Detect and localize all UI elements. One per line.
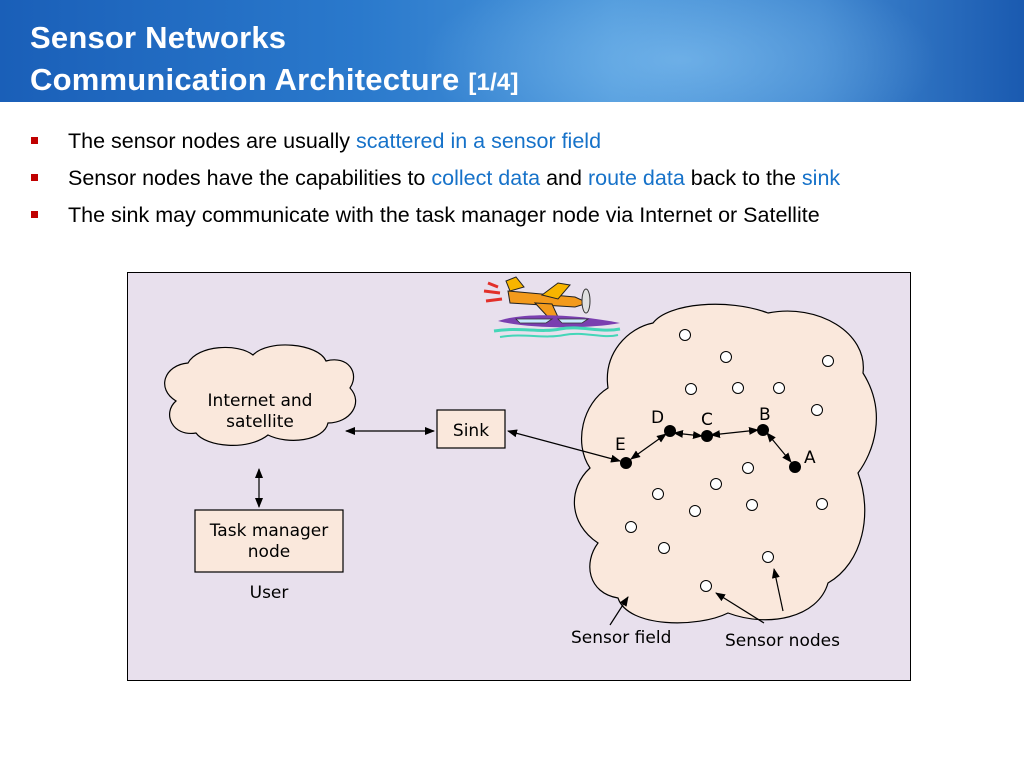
- title-glow: [420, 0, 940, 102]
- bullet-square-icon: [31, 137, 38, 144]
- bullet-item: The sensor nodes are usually scattered i…: [30, 125, 1010, 162]
- airplane-icon: [483, 276, 621, 338]
- node-d-dot: [664, 425, 676, 437]
- node-c-dot: [701, 430, 713, 442]
- sensor-nodes-label: Sensor nodes: [725, 631, 840, 651]
- sensor-node: [822, 355, 834, 367]
- pointer-sensor-field: [609, 596, 629, 626]
- arrow-sink-e: [507, 429, 621, 463]
- node-a-dot: [789, 461, 801, 473]
- bullet-text: The sink may communicate with the task m…: [68, 203, 820, 227]
- slide-title-line1: Sensor Networks: [30, 20, 287, 55]
- task-manager-line2: node: [248, 542, 290, 562]
- task-manager-line1: Task manager: [209, 521, 329, 541]
- sensor-node: [625, 521, 637, 533]
- bullet-item: The sink may communicate with the task m…: [30, 199, 1010, 236]
- sink-label: Sink: [453, 421, 489, 441]
- sensor-node: [689, 505, 701, 517]
- sensor-node: [773, 382, 785, 394]
- node-d-label: D: [651, 408, 664, 428]
- bullet-text: The sensor nodes are usually: [68, 129, 357, 153]
- bullet-square-icon: [31, 174, 38, 181]
- highlight-text: collect data: [431, 166, 541, 190]
- slide-title-line2: Communication Architecture [1/4]: [30, 62, 519, 98]
- slide-title-main: Communication Architecture: [30, 62, 460, 97]
- sensor-node: [700, 580, 712, 592]
- sensor-node: [710, 478, 722, 490]
- sensor-node: [816, 498, 828, 510]
- node-e-dot: [620, 457, 632, 469]
- task-manager-box: [194, 509, 344, 573]
- arrow-d-c: [673, 429, 703, 440]
- bullet-square-icon: [31, 211, 38, 218]
- sensor-node: [732, 382, 744, 394]
- bullet-text: and: [540, 166, 588, 190]
- title-bar: Sensor Networks Communication Architectu…: [0, 0, 1024, 102]
- sensor-node: [811, 404, 823, 416]
- bullet-text: Sensor nodes have the capabilities to: [68, 166, 432, 190]
- pointer-sensor-node-1: [715, 592, 765, 624]
- pointer-sensor-node-2: [771, 568, 784, 612]
- diagram-svg: Internet and satellite Sink Task manager…: [164, 276, 877, 651]
- internet-label-line2: satellite: [226, 412, 294, 432]
- internet-cloud-shape: [164, 344, 357, 446]
- sensor-nodes-group: [625, 329, 834, 592]
- node-b-label: B: [759, 405, 771, 425]
- sensor-node: [652, 488, 664, 500]
- highlight-text: sink: [801, 166, 841, 190]
- sensor-node: [679, 329, 691, 341]
- network-diagram: Internet and satellite Sink Task manager…: [127, 272, 911, 681]
- node-e-label: E: [615, 435, 626, 455]
- sensor-node: [742, 462, 754, 474]
- arrow-b-a: [766, 432, 792, 463]
- bullet-text: back to the: [684, 166, 802, 190]
- sensor-node: [720, 351, 732, 363]
- arrow-c-b: [710, 426, 759, 439]
- sink-box: [436, 409, 506, 449]
- internet-label-line1: Internet and: [208, 391, 313, 411]
- node-b-dot: [757, 424, 769, 436]
- arrow-e-d: [630, 433, 667, 460]
- sensor-node: [685, 383, 697, 395]
- user-label: User: [250, 583, 289, 603]
- bullet-item: Sensor nodes have the capabilities to co…: [30, 162, 1010, 199]
- sensor-node: [746, 499, 758, 511]
- node-a-label: A: [804, 448, 816, 468]
- sensor-node: [658, 542, 670, 554]
- sensor-node: [762, 551, 774, 563]
- node-c-label: C: [701, 410, 713, 430]
- bullet-list: The sensor nodes are usually scattered i…: [30, 125, 1010, 236]
- highlight-text: scattered in a sensor field: [356, 129, 602, 153]
- slide-title-suffix: [1/4]: [468, 69, 519, 96]
- highlight-text: route data: [587, 166, 685, 190]
- sensor-field-label: Sensor field: [571, 628, 671, 648]
